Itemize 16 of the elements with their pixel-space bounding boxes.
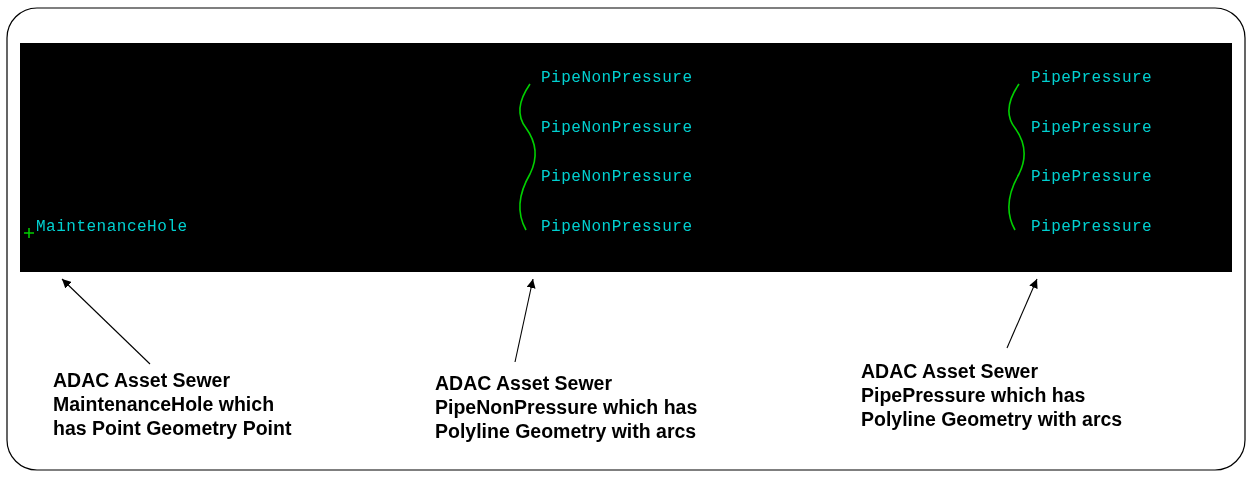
map-label: PipeNonPressure <box>541 119 693 137</box>
map-label: PipePressure <box>1031 69 1153 87</box>
arrow <box>1006 278 1038 349</box>
map-label: MaintenanceHole <box>36 218 188 236</box>
arrow <box>514 278 536 363</box>
map-label: PipeNonPressure <box>541 69 693 87</box>
caption-text: ADAC Asset Sewer MaintenanceHole which has Point Geometry Point <box>53 368 293 440</box>
map-label: PipePressure <box>1031 168 1153 186</box>
map-label: PipePressure <box>1031 218 1153 236</box>
caption-text: ADAC Asset Sewer PipeNonPressure which has Polyline Geometry with arcs <box>435 371 699 443</box>
map-label: PipeNonPressure <box>541 218 693 236</box>
map-label: PipePressure <box>1031 119 1153 137</box>
map-label: PipeNonPressure <box>541 168 693 186</box>
caption-text: ADAC Asset Sewer PipePressure which has Polyline Geometry with arcs <box>861 359 1124 431</box>
arrow <box>61 278 151 365</box>
map-display-panel <box>20 43 1232 272</box>
